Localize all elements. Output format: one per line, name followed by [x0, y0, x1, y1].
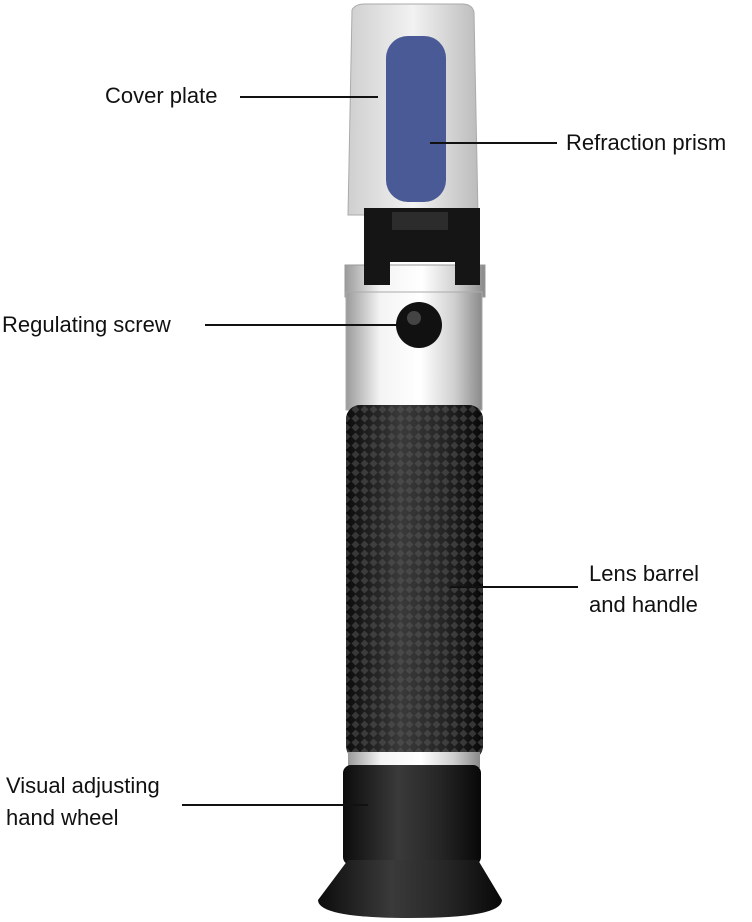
leader-line-cover-plate [240, 96, 378, 98]
leader-line-lens-barrel [450, 586, 578, 588]
hinge-block [344, 208, 486, 298]
refraction-prism [386, 36, 446, 202]
leader-line-refraction-prism [430, 142, 557, 144]
label-lens-barrel-1: Lens barrel [589, 561, 700, 586]
label-refraction-prism: Refraction prism [566, 130, 727, 155]
leader-line-hand-wheel [182, 804, 368, 806]
label-lens-barrel-2: and handle [589, 592, 698, 617]
label-regulating-screw: Regulating screw [2, 312, 171, 337]
lens-barrel-handle [346, 405, 483, 760]
label-cover-plate: Cover plate [105, 83, 218, 108]
label-hand-wheel-2: hand wheel [6, 805, 119, 830]
hand-wheel [343, 765, 481, 865]
metal-ring [348, 752, 480, 768]
regulating-screw [396, 302, 442, 348]
label-hand-wheel-1: Visual adjusting [6, 773, 160, 798]
eyepiece-base [318, 860, 502, 918]
leader-line-regulating-screw [205, 324, 405, 326]
